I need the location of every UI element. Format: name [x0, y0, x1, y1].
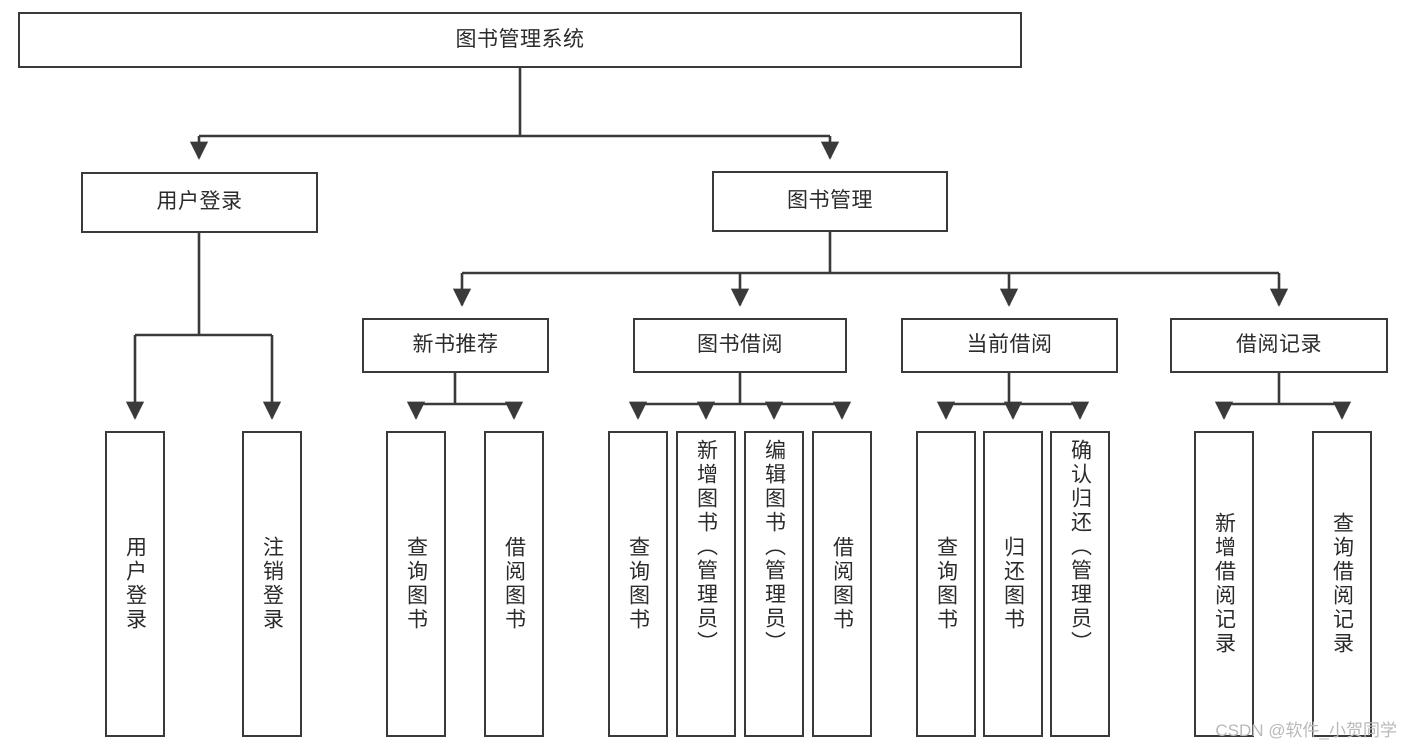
- node-new-book-recommend-label: 新书推荐: [412, 333, 499, 357]
- node-book-borrow[interactable]: 图书借阅: [633, 318, 847, 373]
- node-leaf-return-book-label: 归还图书: [1001, 536, 1025, 632]
- node-leaf-borrow-book-2[interactable]: 借阅图书: [812, 431, 872, 737]
- node-leaf-query-book-1[interactable]: 查询图书: [386, 431, 446, 737]
- node-leaf-query-book-3[interactable]: 查询图书: [916, 431, 976, 737]
- node-leaf-user-logout[interactable]: 注销登录: [242, 431, 302, 737]
- node-leaf-query-book-3-label: 查询图书: [934, 536, 958, 632]
- node-current-borrow-label: 当前借阅: [966, 333, 1053, 357]
- node-book-borrow-label: 图书借阅: [697, 333, 783, 357]
- node-borrow-record-label: 借阅记录: [1236, 333, 1322, 357]
- node-leaf-query-borrow-record[interactable]: 查询借阅记录: [1312, 431, 1372, 737]
- node-current-borrow[interactable]: 当前借阅: [901, 318, 1118, 373]
- node-leaf-add-book-admin[interactable]: 新增图书（管理员）: [676, 431, 736, 737]
- node-user-login[interactable]: 用户登录: [81, 172, 318, 233]
- node-borrow-record[interactable]: 借阅记录: [1170, 318, 1388, 373]
- node-leaf-user-logout-label: 注销登录: [260, 536, 284, 632]
- node-leaf-borrow-book-1[interactable]: 借阅图书: [484, 431, 544, 737]
- node-leaf-borrow-book-1-label: 借阅图书: [502, 536, 526, 632]
- node-book-manage[interactable]: 图书管理: [712, 171, 948, 232]
- node-leaf-add-borrow-record[interactable]: 新增借阅记录: [1194, 431, 1254, 737]
- node-leaf-edit-book-admin[interactable]: 编辑图书（管理员）: [744, 431, 804, 737]
- node-new-book-recommend[interactable]: 新书推荐: [362, 318, 549, 373]
- node-leaf-add-borrow-record-label: 新增借阅记录: [1212, 512, 1236, 656]
- csdn-watermark: CSDN @软件_小贺同学: [1215, 721, 1397, 740]
- node-leaf-return-book[interactable]: 归还图书: [983, 431, 1043, 737]
- node-leaf-confirm-return-admin-label: 确认归还（管理员）: [1068, 439, 1092, 655]
- node-leaf-query-book-2[interactable]: 查询图书: [608, 431, 668, 737]
- node-leaf-query-borrow-record-label: 查询借阅记录: [1330, 512, 1354, 656]
- node-leaf-add-book-admin-label: 新增图书（管理员）: [694, 439, 718, 655]
- node-book-manage-label: 图书管理: [787, 189, 873, 213]
- node-leaf-edit-book-admin-label: 编辑图书（管理员）: [762, 439, 786, 655]
- node-leaf-user-login[interactable]: 用户登录: [105, 431, 165, 737]
- node-user-login-label: 用户登录: [156, 190, 243, 214]
- node-leaf-confirm-return-admin[interactable]: 确认归还（管理员）: [1050, 431, 1110, 737]
- node-leaf-borrow-book-2-label: 借阅图书: [830, 536, 854, 632]
- node-root-label: 图书管理系统: [455, 27, 585, 51]
- node-leaf-user-login-label: 用户登录: [123, 536, 147, 632]
- node-leaf-query-book-2-label: 查询图书: [626, 536, 650, 632]
- node-leaf-query-book-1-label: 查询图书: [404, 536, 428, 632]
- node-root[interactable]: 图书管理系统: [18, 12, 1022, 68]
